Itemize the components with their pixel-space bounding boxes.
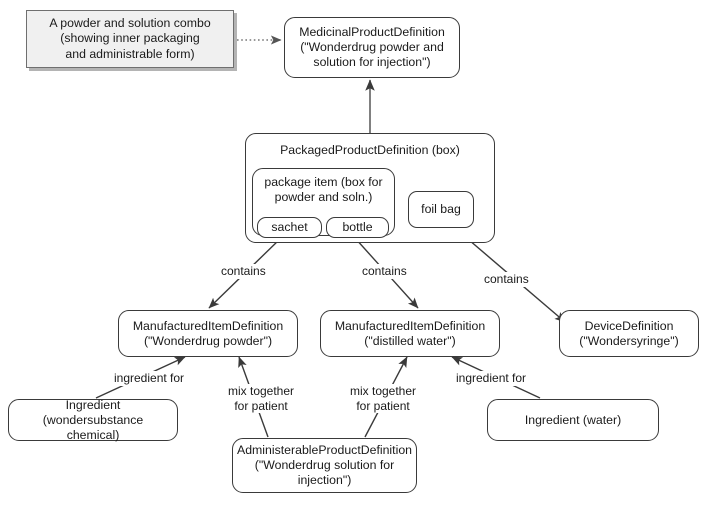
node-device-definition[interactable]: DeviceDefinition ("Wondersyringe") <box>559 310 699 357</box>
manufactured-powder-line-2: ("Wonderdrug powder") <box>143 333 273 348</box>
foil-bag-label: foil bag <box>421 202 461 216</box>
node-sachet[interactable]: sachet <box>257 217 322 238</box>
medicinal-product-line-2: ("Wonderdrug powder and <box>300 40 444 54</box>
node-administerable-product-definition[interactable]: AdministerableProductDefinition ("Wonder… <box>232 438 417 493</box>
medicinal-product-line-1: MedicinalProductDefinition <box>299 25 445 39</box>
note-powder-solution-combo: A powder and solution combo (showing inn… <box>26 10 234 68</box>
medicinal-product-line-3: solution for injection") <box>313 55 431 69</box>
node-ingredient-chemical[interactable]: Ingredient (wondersubstance chemical) <box>8 397 178 442</box>
mix-right-line-1: mix together <box>350 384 417 398</box>
edge-label-ingredient-for-right: ingredient for <box>456 371 527 386</box>
ingredient-chemical-line-2: chemical) <box>66 427 120 442</box>
packaged-product-definition-label: PackagedProductDefinition (box) <box>280 143 460 157</box>
node-manufactured-item-powder[interactable]: ManufacturedItemDefinition ("Wonderdrug … <box>118 310 298 357</box>
edge-label-mix-left: mix together for patient <box>228 384 295 413</box>
note-line-1: A powder and solution combo <box>49 15 211 30</box>
note-line-2: (showing inner packaging <box>60 31 200 46</box>
mix-left-line-2: for patient <box>234 398 288 413</box>
node-ingredient-water[interactable]: Ingredient (water) <box>487 399 659 441</box>
node-medicinal-product-definition[interactable]: MedicinalProductDefinition ("Wonderdrug … <box>284 17 460 78</box>
node-bottle[interactable]: bottle <box>326 217 389 238</box>
edge-label-contains-device: contains <box>484 272 529 287</box>
administerable-line-3: injection") <box>297 473 352 487</box>
administerable-line-2: ("Wonderdrug solution for <box>254 458 395 472</box>
device-line-2: ("Wondersyringe") <box>579 333 679 348</box>
edge-label-contains-powder: contains <box>221 264 266 279</box>
package-item-label: package item (box for powder and soln.) <box>254 175 393 205</box>
administerable-line-1: AdministerableProductDefinition <box>237 443 412 457</box>
edge-label-mix-right: mix together for patient <box>350 384 417 413</box>
edge-label-contains-water: contains <box>362 264 407 279</box>
package-item-line-1: package item (box for <box>264 175 383 189</box>
node-foil-bag[interactable]: foil bag <box>408 191 474 228</box>
sachet-label: sachet <box>271 220 308 234</box>
manufactured-water-line-2: ("distilled water") <box>364 333 456 348</box>
device-line-1: DeviceDefinition <box>584 318 674 333</box>
ingredient-chemical-line-1: Ingredient (wondersubstance <box>42 397 144 427</box>
package-item-line-2: powder and soln.) <box>274 190 373 204</box>
edge-label-ingredient-for-left: ingredient for <box>114 371 185 386</box>
manufactured-water-line-1: ManufacturedItemDefinition <box>334 318 486 333</box>
mix-right-line-2: for patient <box>356 398 410 413</box>
manufactured-powder-line-1: ManufacturedItemDefinition <box>132 318 284 333</box>
mix-left-line-1: mix together <box>228 384 295 398</box>
bottle-label: bottle <box>342 220 373 234</box>
node-manufactured-item-water[interactable]: ManufacturedItemDefinition ("distilled w… <box>320 310 500 357</box>
ingredient-water-label: Ingredient (water) <box>524 412 622 427</box>
note-line-3: and administrable form) <box>65 46 195 61</box>
